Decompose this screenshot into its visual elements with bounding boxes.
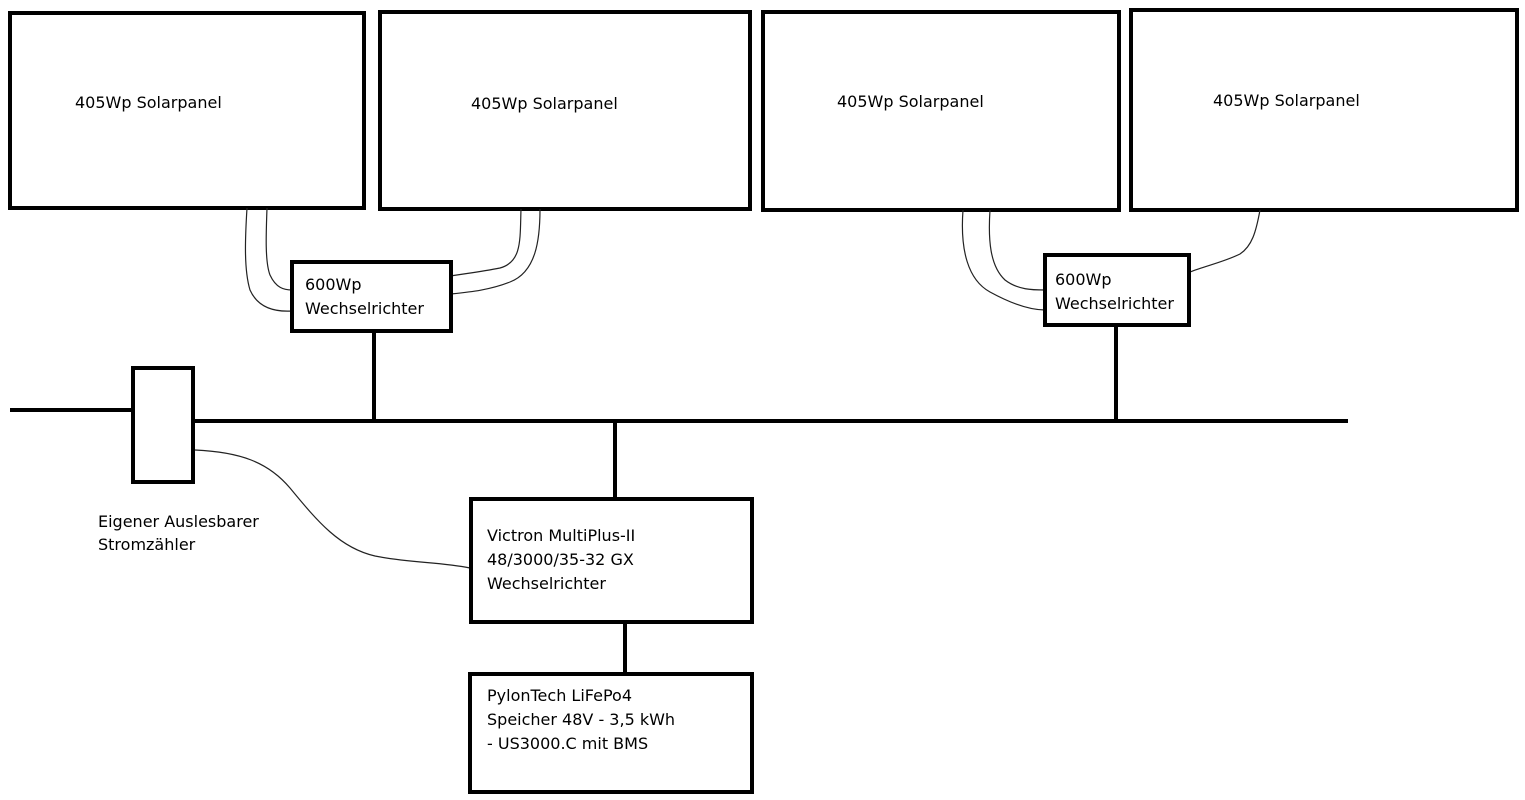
meter-data-cable [194,449,471,569]
meter-label-line2: Stromzähler [98,535,196,554]
meter-label-line1: Eigener Auslesbarer [98,512,259,531]
dc-cables-right [961,209,1261,311]
battery-label-line3: - US3000.C mit BMS [487,734,648,753]
battery-storage: PylonTech LiFePo4 Speicher 48V - 3,5 kWh… [468,672,754,794]
solar-panel-label: 405Wp Solarpanel [471,94,618,113]
battery-label-line1: PylonTech LiFePo4 [487,686,632,705]
solar-panel-2: 405Wp Solarpanel [378,10,752,211]
battery-label-line2: Speicher 48V - 3,5 kWh [487,710,675,729]
dc-cables-left [244,207,541,312]
inverter-type-label: Wechselrichter [1055,294,1174,313]
inverter-type-label: Wechselrichter [305,299,424,318]
multiplus-label-line3: Wechselrichter [487,574,606,593]
inverter-power-label: 600Wp [305,275,362,294]
solar-panel-4: 405Wp Solarpanel [1129,8,1519,212]
multiplus-label-line1: Victron MultiPlus-II [487,526,635,545]
micro-inverter-1: 600Wp Wechselrichter [290,260,453,333]
inverter-power-label: 600Wp [1055,270,1112,289]
solar-panel-3: 405Wp Solarpanel [761,10,1121,212]
ac-bus [10,325,1348,674]
solar-panel-1: 405Wp Solarpanel [8,11,366,210]
solar-panel-label: 405Wp Solarpanel [837,92,984,111]
solar-panel-label: 405Wp Solarpanel [75,93,222,112]
multiplus-inverter: Victron MultiPlus-II 48/3000/35-32 GX We… [469,497,754,624]
micro-inverter-2: 600Wp Wechselrichter [1043,253,1191,327]
multiplus-label-line2: 48/3000/35-32 GX [487,550,634,569]
power-meter [131,366,195,484]
solar-panel-label: 405Wp Solarpanel [1213,91,1360,110]
